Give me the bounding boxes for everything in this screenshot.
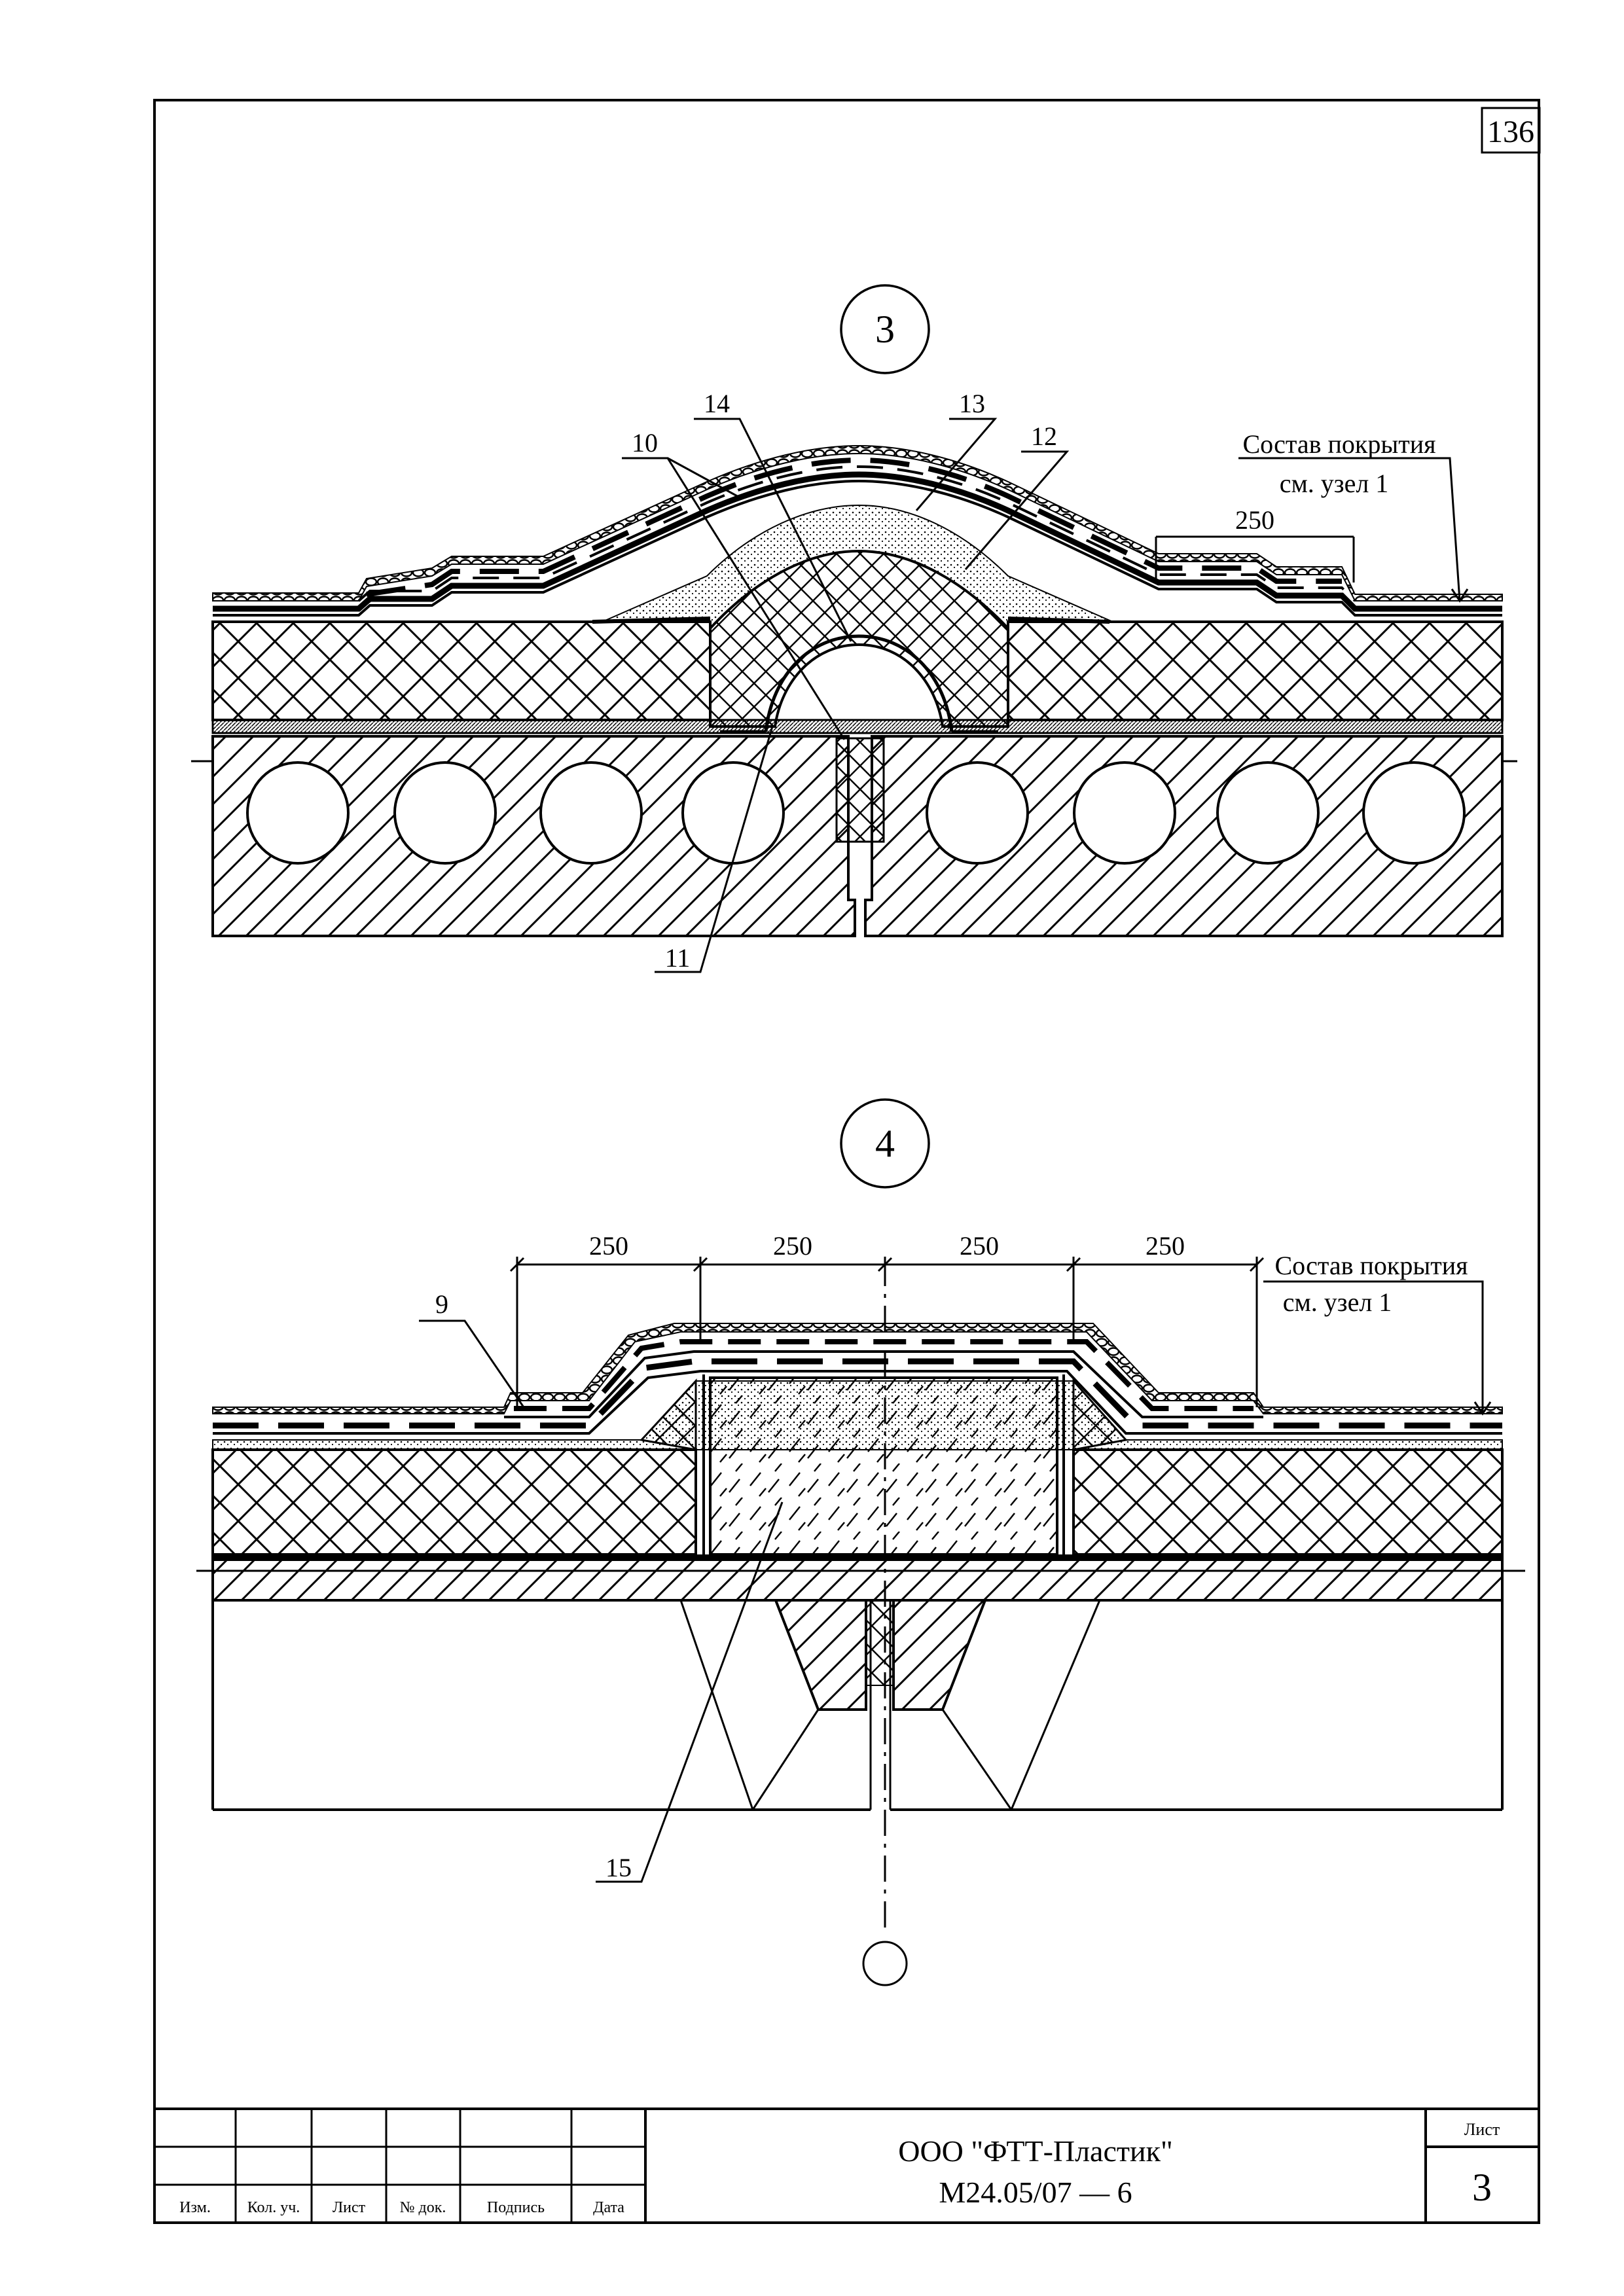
node3-note-line1: Состав покрытия [1242,429,1435,459]
node4-axis-marker [862,1941,908,1986]
title-col-sheet: Лист [333,2199,366,2216]
node3-callout-14: 14 [704,389,730,418]
node4-section: 4 [196,1098,1525,1986]
node3-hollow-core-slab [191,735,1517,937]
node3-membrane-layers [213,457,1502,617]
sheet-number: 136 [1487,115,1534,149]
node4-dimension-3: 250 [960,1231,999,1261]
title-company: ООО "ФТТ-Пластик" [898,2134,1173,2168]
node3-vapor-barrier [211,719,1504,734]
node4-membrane-layers [213,1339,1502,1435]
node4-dimension-1: 250 [589,1231,628,1261]
node4-marker-circle [840,1098,930,1189]
node3-marker: 3 [875,308,895,351]
node4-insulation-right [1072,1448,1504,1556]
node4-vapor-barrier [213,1554,1502,1561]
title-col-qty: Кол. уч. [247,2199,300,2216]
node4-dimension-chain [509,1257,1265,1407]
node3-section: 3 [191,284,1517,973]
node4-insulation-left [211,1448,697,1556]
node4-callout-15: 15 [605,1853,632,1882]
node4-note-line1: Состав покрытия [1274,1251,1468,1280]
node3-gravel-top [212,444,1503,601]
node4-note-line2: см. узел 1 [1283,1287,1392,1317]
node3-callout-10: 10 [632,428,658,457]
node3-screed [602,504,1113,630]
node3-dimension: 250 [1235,505,1274,535]
title-col-docno: № док. [400,2199,446,2216]
title-sheet-value: 3 [1472,2166,1492,2209]
node4-dimension-2: 250 [773,1231,812,1261]
node4-gravel-top [212,1323,1503,1414]
node3-callout-11: 11 [665,943,691,973]
node3-marker-circle [840,284,930,374]
node3-insulation-right [1007,620,1504,721]
sheet-number-box: 136 [1481,107,1541,154]
sheet-frame [153,99,1540,2224]
node3-leaders [622,418,1461,973]
node4-callout-9: 9 [435,1289,448,1319]
title-col-date: Дата [593,2199,624,2216]
node3-insulation-left [211,620,712,721]
node4-dimension-4: 250 [1146,1231,1185,1261]
node3-callout-13: 13 [959,389,985,418]
title-col-signature: Подпись [487,2199,545,2216]
node4-leaders [419,1280,1484,1883]
title-block: Изм. Кол. уч. Лист № док. Подпись Дата О… [154,2108,1539,2223]
node3-note-line2: см. узел 1 [1280,469,1389,498]
title-col-rev: Изм. [179,2199,211,2216]
node3-callout-12: 12 [1031,422,1057,451]
node4-marker: 4 [875,1122,895,1165]
title-doc-code: М24.05/07 — 6 [939,2176,1132,2209]
node4-ribbed-slab [196,1555,1525,1811]
title-sheet-label: Лист [1464,2120,1500,2139]
